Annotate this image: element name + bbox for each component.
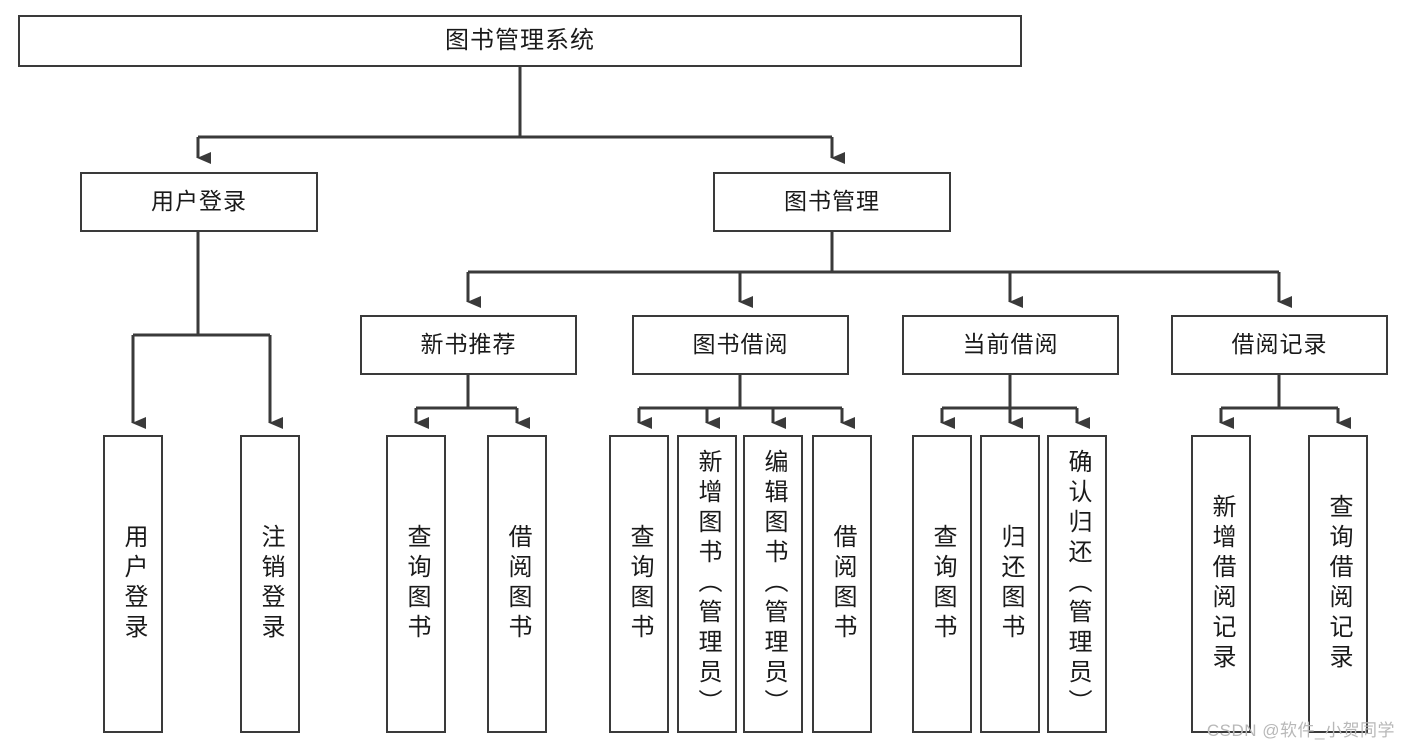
leaf-book-borrow-query[interactable]: 查询图书 bbox=[609, 435, 669, 733]
leaf-book-borrow-edit[interactable]: 编辑图书（管理员） bbox=[743, 435, 803, 733]
edges-root bbox=[196, 67, 845, 164]
edges-new-book bbox=[414, 375, 530, 429]
leaf-label: 借阅图书 bbox=[829, 524, 856, 644]
node-user-login[interactable]: 用户登录 bbox=[80, 172, 318, 232]
leaf-book-borrow-add[interactable]: 新增图书（管理员） bbox=[677, 435, 737, 733]
leaf-current-borrow-return[interactable]: 归还图书 bbox=[980, 435, 1040, 733]
node-borrow-record[interactable]: 借阅记录 bbox=[1171, 315, 1388, 375]
leaf-new-book-borrow[interactable]: 借阅图书 bbox=[487, 435, 547, 733]
node-current-borrow[interactable]: 当前借阅 bbox=[902, 315, 1119, 375]
leaf-label: 查询图书 bbox=[403, 524, 430, 644]
edges-book-borrow bbox=[637, 375, 855, 429]
node-book-borrow[interactable]: 图书借阅 bbox=[632, 315, 849, 375]
edges-book-manage bbox=[466, 232, 1292, 308]
leaf-label: 归还图书 bbox=[997, 524, 1024, 644]
leaf-label: 编辑图书（管理员） bbox=[760, 449, 787, 719]
node-root-system[interactable]: 图书管理系统 bbox=[18, 15, 1022, 67]
leaf-user-login-logout[interactable]: 注销登录 bbox=[240, 435, 300, 733]
leaf-borrow-record-query[interactable]: 查询借阅记录 bbox=[1308, 435, 1368, 733]
leaf-label: 查询图书 bbox=[929, 524, 956, 644]
leaf-current-borrow-confirm[interactable]: 确认归还（管理员） bbox=[1047, 435, 1107, 733]
leaf-borrow-record-add[interactable]: 新增借阅记录 bbox=[1191, 435, 1251, 733]
node-new-book-recommend[interactable]: 新书推荐 bbox=[360, 315, 577, 375]
leaf-label: 新增借阅记录 bbox=[1208, 494, 1235, 674]
edges-borrow-record bbox=[1219, 375, 1351, 429]
leaf-current-borrow-query[interactable]: 查询图书 bbox=[912, 435, 972, 733]
leaf-user-login-login[interactable]: 用户登录 bbox=[103, 435, 163, 733]
leaf-label: 注销登录 bbox=[257, 524, 284, 644]
leaf-label: 新增图书（管理员） bbox=[694, 449, 721, 719]
edges-current-borrow bbox=[940, 375, 1090, 429]
leaf-book-borrow-borrow[interactable]: 借阅图书 bbox=[812, 435, 872, 733]
node-book-management[interactable]: 图书管理 bbox=[713, 172, 951, 232]
leaf-label: 用户登录 bbox=[120, 524, 147, 644]
leaf-new-book-query[interactable]: 查询图书 bbox=[386, 435, 446, 733]
leaf-label: 查询借阅记录 bbox=[1325, 494, 1352, 674]
leaf-label: 确认归还（管理员） bbox=[1064, 449, 1091, 719]
leaf-label: 查询图书 bbox=[626, 524, 653, 644]
edges-user-login bbox=[131, 232, 283, 429]
leaf-label: 借阅图书 bbox=[504, 524, 531, 644]
watermark-text: CSDN @软件_小贺同学 bbox=[1206, 721, 1395, 740]
